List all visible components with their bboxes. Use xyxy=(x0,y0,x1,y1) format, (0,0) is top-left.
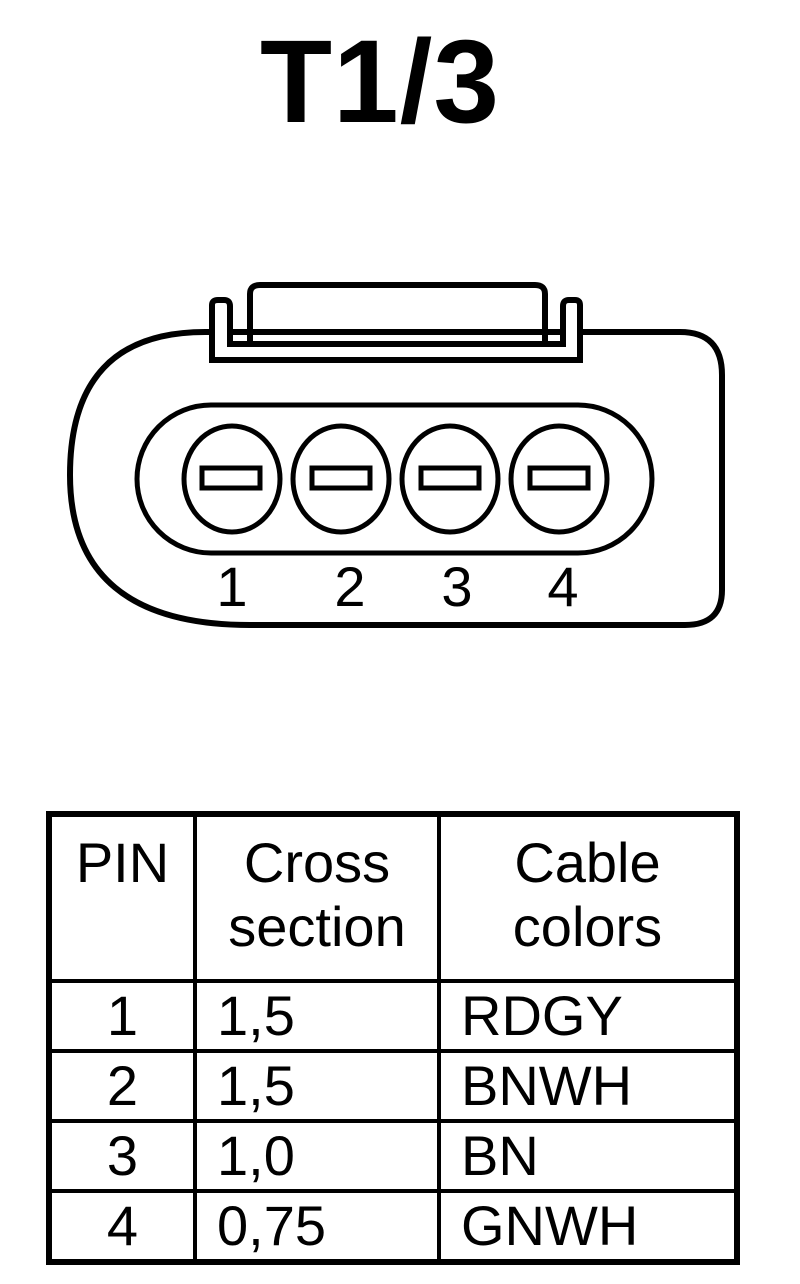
cell-cross-section: 1,5 xyxy=(193,979,441,1053)
connector-diagram: 1 2 3 4 xyxy=(66,282,725,628)
cell-cable-color: BNWH xyxy=(437,1049,739,1123)
pin-2 xyxy=(290,423,392,535)
pin-number-3: 3 xyxy=(441,555,472,618)
cell-pin: 2 xyxy=(47,1049,197,1123)
pin-cavity xyxy=(134,402,655,556)
cell-pin: 3 xyxy=(47,1119,197,1193)
table-row: 4 0,75 GNWH xyxy=(47,1189,739,1264)
connector-title: T1/3 xyxy=(259,16,501,148)
header-pin: PIN xyxy=(47,812,197,983)
table-header-row: PIN Cross section Cable colors xyxy=(47,812,739,983)
header-cross-section: Cross section xyxy=(193,812,441,983)
table-row: 2 1,5 BNWH xyxy=(47,1049,739,1123)
locking-latch xyxy=(209,282,583,363)
pin-4 xyxy=(508,423,610,535)
header-cross-section-line-1: Cross xyxy=(243,831,391,894)
header-cable-colors-line-1: Cable xyxy=(514,831,661,894)
pin-number-2: 2 xyxy=(334,555,365,618)
table-row: 3 1,0 BN xyxy=(47,1119,739,1193)
pin-number-1: 1 xyxy=(216,555,247,618)
header-cable-colors-line-2: colors xyxy=(512,895,663,958)
cell-cable-color: GNWH xyxy=(437,1189,739,1264)
header-cross-section-line-2: section xyxy=(228,895,406,958)
cell-pin: 1 xyxy=(47,979,197,1053)
cell-cross-section: 0,75 xyxy=(193,1189,441,1264)
header-cable-colors: Cable colors xyxy=(437,812,739,983)
pin-assignment-table: PIN Cross section Cable colors 1 1,5 RDG… xyxy=(46,811,740,1265)
cell-pin: 4 xyxy=(47,1189,197,1264)
cell-cross-section: 1,0 xyxy=(193,1119,441,1193)
table-row: 1 1,5 RDGY xyxy=(47,979,739,1053)
cell-cable-color: RDGY xyxy=(437,979,739,1053)
pin-3 xyxy=(399,423,501,535)
pin-number-4: 4 xyxy=(547,555,578,618)
connector-housing xyxy=(66,329,725,628)
pin-1 xyxy=(181,423,283,535)
cell-cable-color: BN xyxy=(437,1119,739,1193)
cell-cross-section: 1,5 xyxy=(193,1049,441,1123)
